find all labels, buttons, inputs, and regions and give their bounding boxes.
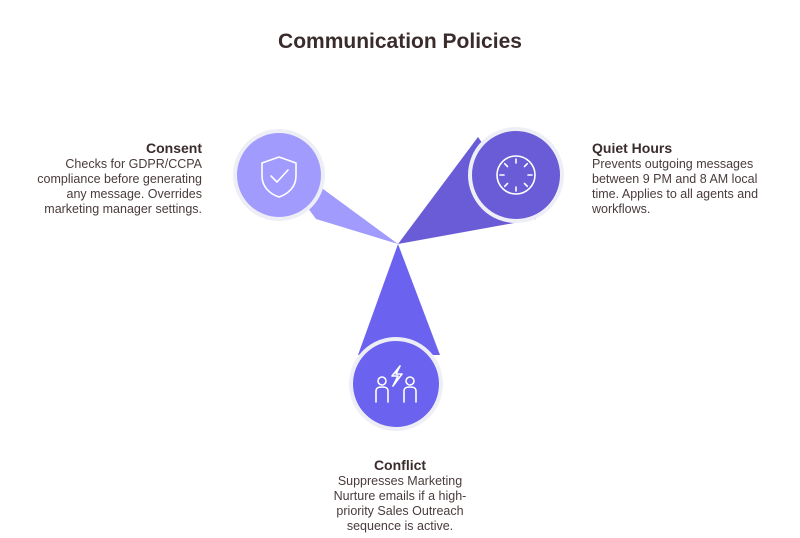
shield-check-icon [261,156,297,198]
consent-heading: Consent [146,140,202,156]
conflict-text-block: Conflict Suppresses Marketing Nurture em… [300,457,500,534]
consent-description: Checks for GDPR/CCPA compliance before g… [37,157,202,216]
quiet-hours-circle [468,127,564,223]
quiet-hours-description: Prevents outgoing messages between 9 PM … [592,157,759,216]
diagram-title: Communication Policies [278,30,522,53]
conflict-cone [358,244,440,355]
quiet-hours-petal [398,127,564,244]
people-conflict-icon [375,365,417,403]
quiet-hours-heading: Quiet Hours [592,140,673,156]
quiet-hours-text-block: Quiet Hours Prevents outgoing messages b… [592,140,782,217]
conflict-heading: Conflict [373,457,427,473]
conflict-description: Suppresses Marketing Nurture emails if a… [333,474,467,533]
conflict-circle [349,337,443,431]
consent-petal [233,129,398,244]
consent-text-block: Consent Checks for GDPR/CCPA compliance … [20,140,202,217]
conflict-petal [349,244,443,431]
clock-icon [496,155,536,195]
consent-circle [233,129,325,221]
